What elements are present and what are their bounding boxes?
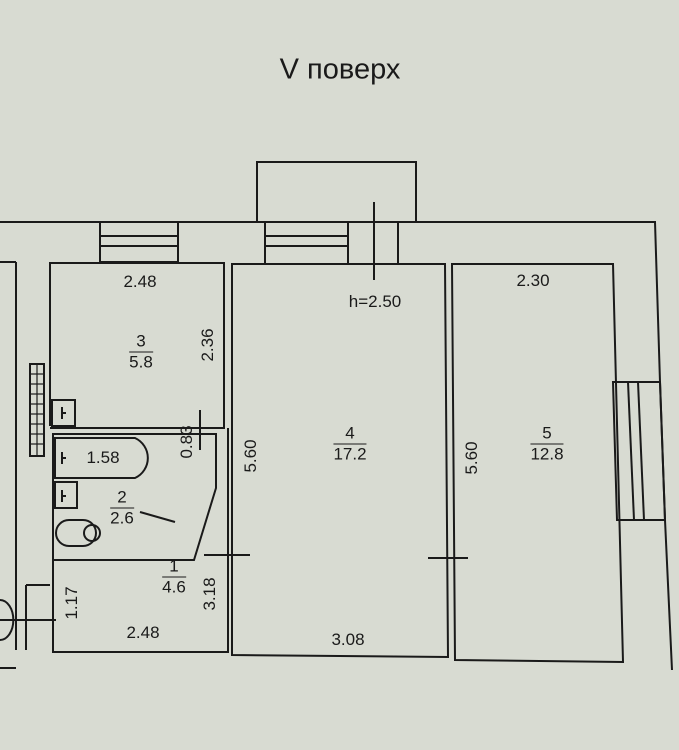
room-3-kitchen <box>49 262 225 450</box>
room-5 <box>450 263 625 664</box>
room-area: 17.2 <box>333 444 367 464</box>
room-1-hallway <box>52 428 250 653</box>
floor-title: V поверх <box>279 53 401 86</box>
dim-room4-length: 5.60 <box>241 439 260 473</box>
room-number: 2 <box>110 488 134 509</box>
room-area: 4.6 <box>162 577 186 597</box>
window-room3 <box>99 221 179 263</box>
room-area: 2.6 <box>110 508 134 528</box>
window-room5 <box>611 381 667 521</box>
room-2-bathroom <box>52 433 217 561</box>
dim-room4-width: 3.08 <box>331 630 365 649</box>
dim-room3-length: 2.36 <box>198 328 217 362</box>
dim-room5-width: 2.30 <box>516 271 550 290</box>
dim-room5-length: 5.60 <box>462 441 481 475</box>
dim-bath-gap: 0.83 <box>177 425 196 459</box>
window-room4 <box>264 202 399 280</box>
dim-bath-length: 1.58 <box>86 448 120 467</box>
dim-room1-length: 3.18 <box>200 577 219 611</box>
ceiling-height: h=2.50 <box>348 292 402 311</box>
dim-room1-side: 1.17 <box>62 586 81 620</box>
room-number: 5 <box>530 424 564 445</box>
neighbor-walls <box>0 261 56 650</box>
dim-room3-width: 2.48 <box>123 272 157 291</box>
dim-room1-width: 2.48 <box>126 623 160 642</box>
room-4 <box>231 263 468 659</box>
room-area: 12.8 <box>530 444 564 464</box>
room-number: 1 <box>162 557 186 578</box>
room-area: 5.8 <box>129 352 153 372</box>
balcony <box>256 161 417 223</box>
room-number: 4 <box>333 424 367 445</box>
room-number: 3 <box>129 332 153 353</box>
